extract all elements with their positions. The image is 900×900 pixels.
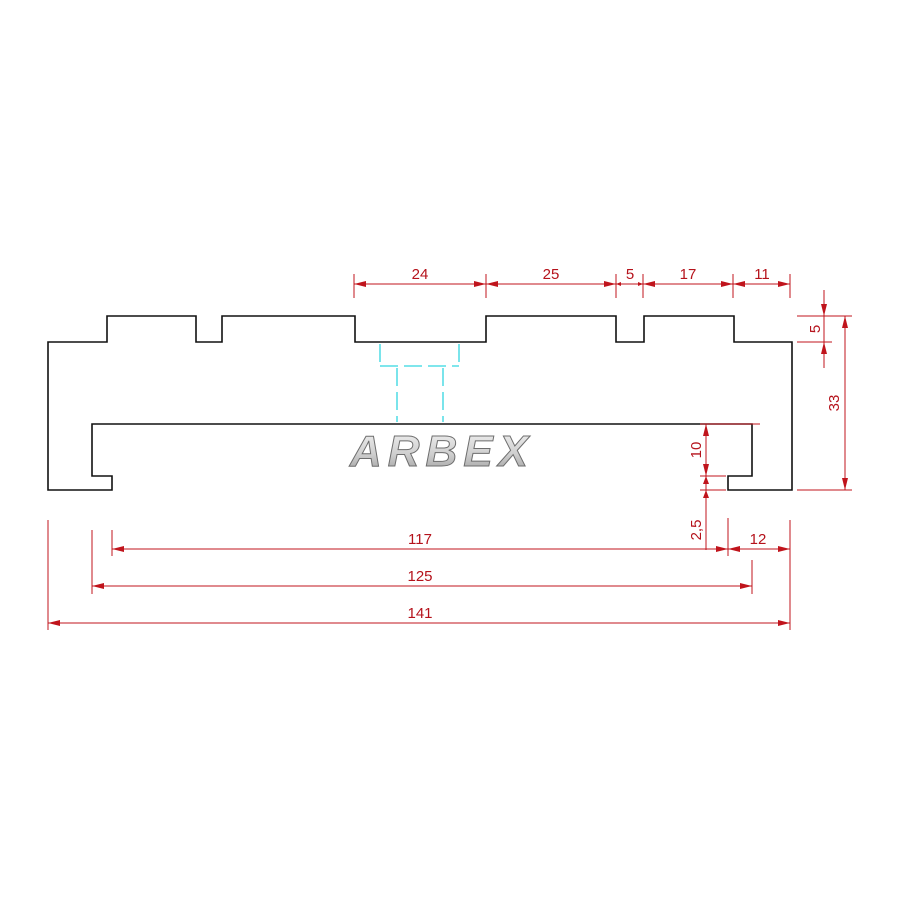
arbex-logo: ARBEX [349, 427, 534, 476]
dim-top-25: 25 [543, 266, 560, 283]
dim-slot-10: 10 [688, 442, 705, 459]
dim-right-33: 33 [826, 395, 843, 412]
dim-12: 12 [750, 531, 767, 548]
dim-top-11: 11 [754, 266, 770, 283]
dim-lip-2-5: 2,5 [688, 520, 705, 541]
right-dimensions: 5 33 [797, 290, 852, 491]
dim-top-24: 24 [412, 266, 429, 283]
dim-right-5: 5 [807, 325, 824, 333]
hidden-lines [379, 344, 460, 422]
dim-125: 125 [407, 568, 432, 585]
dim-top-17: 17 [680, 266, 697, 283]
profile-outline [47, 315, 793, 491]
slot-dimensions: 10 2,5 [688, 423, 760, 550]
dim-141: 141 [407, 605, 432, 622]
bottom-dimensions: 117 12 125 141 [47, 518, 791, 630]
top-dimension-chain: 24 25 5 17 11 [353, 266, 791, 298]
dim-117: 117 [408, 531, 432, 548]
dim-top-5: 5 [626, 266, 634, 283]
